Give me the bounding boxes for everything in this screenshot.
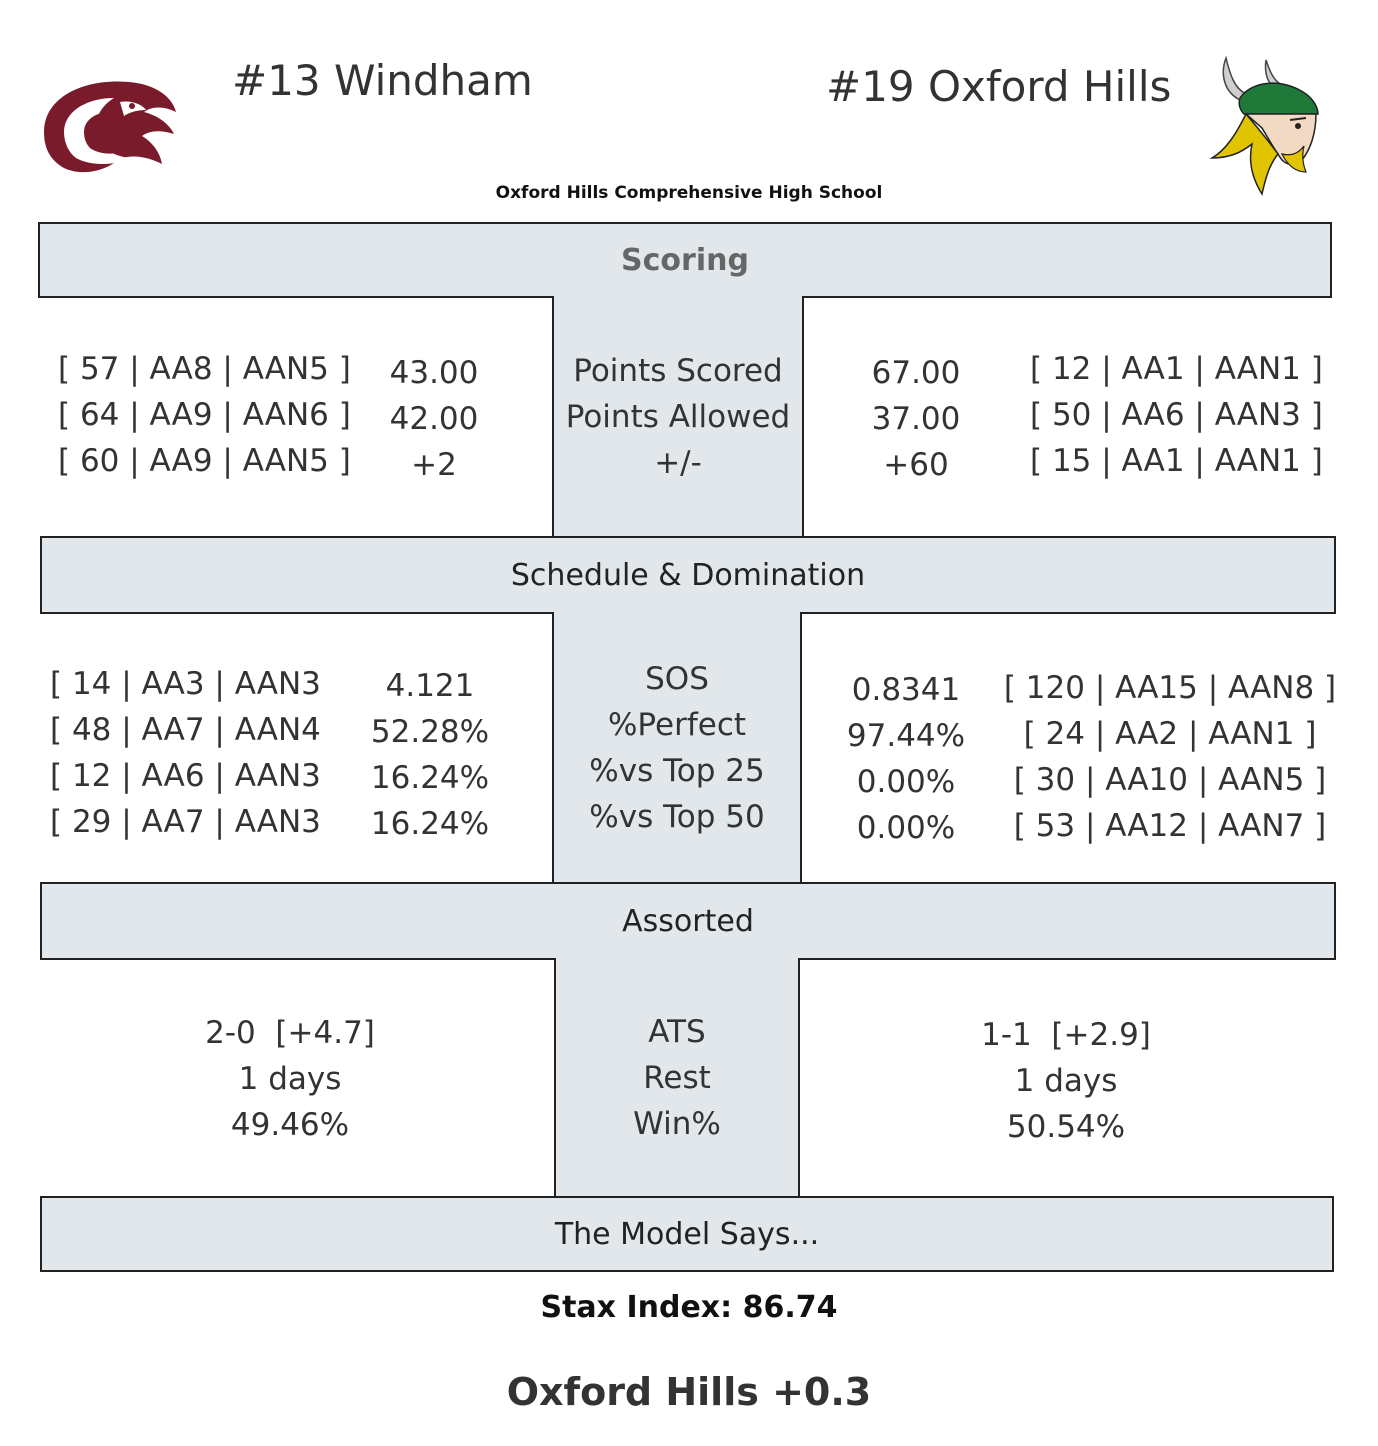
home-scoring-ranks: [ 57 | AA8 | AAN5 ] [ 64 | AA9 | AAN6 ] … [58, 346, 351, 484]
away-scoring-values: 67.00 37.00 +60 [856, 350, 976, 488]
rank-cell: [ 48 | AA7 | AAN4 ] [50, 712, 320, 748]
value-cell: 0.00% [856, 810, 956, 846]
away-scoring-ranks: [ 12 | AA1 | AAN1 ] [ 50 | AA6 | AAN3 ] … [1030, 346, 1323, 484]
away-assorted-values: 1-1 [+2.9] 1 days 50.54% [926, 1012, 1206, 1150]
schedule-labels: SOS %Perfect %vs Top 25 %vs Top 50 [552, 612, 802, 884]
value-cell: 2-0 [+4.7] [205, 1015, 375, 1051]
value-cell: 1 days [1014, 1063, 1118, 1099]
value-cell: 43.00 [389, 355, 479, 391]
value-cell: 4.121 [385, 668, 475, 704]
home-schedule-ranks: [ 14 | AA3 | AAN3 ] [ 48 | AA7 | AAN4 ] … [50, 661, 320, 845]
value-cell: 97.44% [846, 718, 966, 754]
value-cell: 49.46% [230, 1107, 350, 1143]
model-header: The Model Says... [40, 1196, 1334, 1272]
value-cell: 0.00% [856, 764, 956, 800]
value-cell: 42.00 [389, 401, 479, 437]
viking-head-icon [1209, 55, 1319, 196]
rank-cell: [ 60 | AA9 | AAN5 ] [58, 443, 351, 479]
label-rest: Rest [643, 1060, 711, 1096]
label-vs-top50: %vs Top 50 [589, 799, 765, 835]
assorted-header: Assorted [40, 882, 1336, 960]
value-cell: 1-1 [+2.9] [981, 1017, 1151, 1053]
value-cell: +60 [883, 447, 949, 483]
value-cell: 16.24% [370, 806, 490, 842]
home-scoring-values: 43.00 42.00 +2 [374, 350, 494, 488]
assorted-labels: ATS Rest Win% [554, 958, 800, 1198]
away-schedule-ranks: [ 120 | AA15 | AAN8 ] [ 24 | AA2 | AAN1 … [1004, 665, 1336, 849]
value-cell: 1 days [238, 1061, 342, 1097]
value-cell: 50.54% [1006, 1109, 1126, 1145]
rank-cell: [ 12 | AA1 | AAN1 ] [1030, 351, 1323, 387]
away-schedule-values: 0.8341 97.44% 0.00% 0.00% [836, 667, 976, 851]
rank-cell: [ 57 | AA8 | AAN5 ] [58, 351, 351, 387]
model-verdict: Oxford Hills +0.3 [506, 1370, 872, 1414]
value-cell: 16.24% [370, 760, 490, 796]
value-cell: +2 [411, 447, 457, 483]
rank-cell: [ 24 | AA2 | AAN1 ] [1023, 716, 1317, 752]
rank-cell: [ 14 | AA3 | AAN3 ] [50, 666, 320, 702]
rank-cell: [ 120 | AA15 | AAN8 ] [1003, 670, 1337, 706]
eagle-head-icon [44, 81, 176, 173]
label-ats: ATS [648, 1014, 706, 1050]
value-cell: 67.00 [871, 355, 961, 391]
away-team-title: #19 Oxford Hills [826, 62, 1172, 111]
rank-cell: [ 30 | AA10 | AAN5 ] [1013, 762, 1327, 798]
rank-cell: [ 12 | AA6 | AAN3 ] [50, 758, 320, 794]
rank-cell: [ 64 | AA9 | AAN6 ] [58, 397, 351, 433]
label-vs-top25: %vs Top 25 [589, 753, 765, 789]
home-team-title: #13 Windham [232, 56, 533, 105]
value-cell: 52.28% [370, 714, 490, 750]
venue-label: Oxford Hills Comprehensive High School [495, 183, 883, 203]
rank-cell: [ 29 | AA7 | AAN3 ] [50, 804, 320, 840]
rank-cell: [ 53 | AA12 | AAN7 ] [1013, 808, 1327, 844]
label-points-scored: Points Scored [573, 353, 783, 389]
value-cell: 37.00 [871, 401, 961, 437]
label-perfect: %Perfect [607, 707, 747, 743]
oxford-hills-logo [1206, 54, 1330, 200]
label-win-pct: Win% [633, 1106, 721, 1142]
windham-logo [34, 72, 180, 180]
scoring-labels: Points Scored Points Allowed +/- [552, 296, 804, 538]
stax-index: Stax Index: 86.74 [540, 1290, 838, 1325]
value-cell: 0.8341 [851, 672, 961, 708]
label-plus-minus: +/- [654, 445, 702, 481]
scoring-header: Scoring [38, 222, 1332, 298]
schedule-header: Schedule & Domination [40, 536, 1336, 614]
home-assorted-values: 2-0 [+4.7] 1 days 49.46% [150, 1010, 430, 1148]
rank-cell: [ 15 | AA1 | AAN1 ] [1030, 443, 1323, 479]
home-schedule-values: 4.121 52.28% 16.24% 16.24% [360, 663, 500, 847]
label-points-allowed: Points Allowed [565, 399, 791, 435]
label-sos: SOS [645, 661, 709, 697]
rank-cell: [ 50 | AA6 | AAN3 ] [1030, 397, 1323, 433]
